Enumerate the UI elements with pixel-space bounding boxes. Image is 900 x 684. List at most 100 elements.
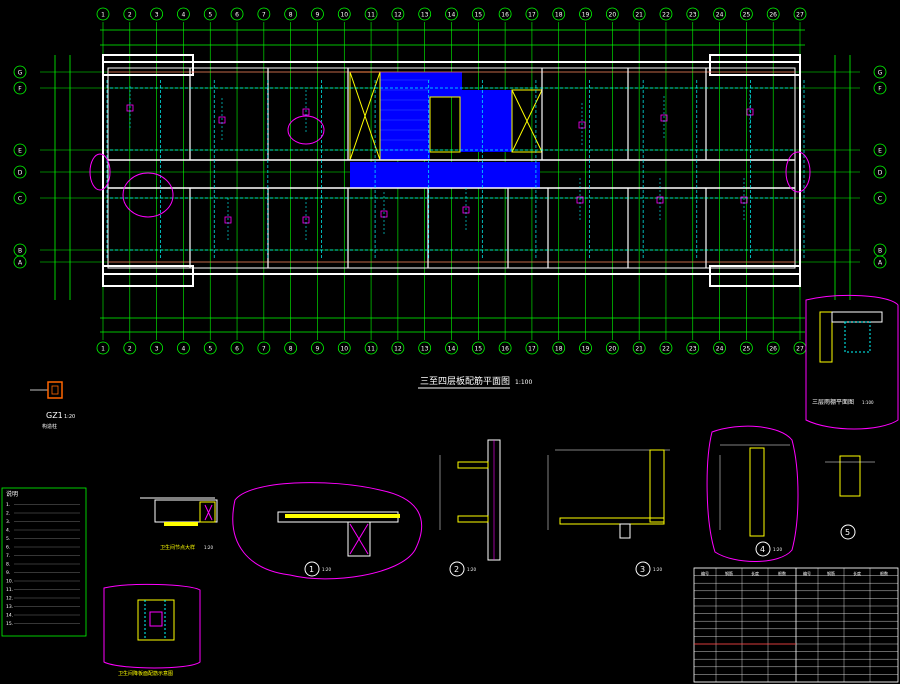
rebar-lines bbox=[106, 80, 805, 258]
axis-label: B bbox=[18, 248, 22, 255]
main-plan-scale: 1:100 bbox=[515, 379, 532, 386]
axis-label: D bbox=[878, 170, 883, 177]
partition-walls bbox=[189, 68, 707, 268]
axis-label: 16 bbox=[501, 12, 509, 19]
toilet-detail: 卫生间节点大样 1:20 bbox=[140, 497, 218, 551]
svg-text:1:100: 1:100 bbox=[862, 400, 874, 405]
axis-label: C bbox=[18, 196, 22, 203]
axis-label: 21 bbox=[635, 346, 643, 353]
detail-1-marker: 1 bbox=[309, 565, 314, 574]
axis-label: 8 bbox=[289, 12, 293, 19]
notes-box: 说明 1.2.3.4.5.6.7.8.9.10.11.12.13.14.15. bbox=[1, 487, 87, 637]
rebar-tags bbox=[126, 86, 754, 242]
detail-1: 1 1:20 bbox=[232, 482, 423, 580]
stair-plan: 三层雨棚平面图 1:100 bbox=[805, 294, 899, 430]
note-line: 13. bbox=[6, 604, 13, 610]
axis-label: 25 bbox=[743, 346, 751, 353]
corridor-walls bbox=[108, 159, 795, 189]
note-line: 12. bbox=[6, 596, 13, 602]
svg-text:1:20: 1:20 bbox=[773, 547, 782, 552]
axis-label: A bbox=[18, 260, 23, 267]
detail-4: 4 1:20 bbox=[706, 425, 799, 562]
axis-label: 7 bbox=[262, 12, 266, 19]
axis-label: 10 bbox=[340, 12, 348, 19]
column-title: GZ1 bbox=[46, 411, 63, 420]
axis-label: 4 bbox=[182, 12, 186, 19]
axis-label: G bbox=[18, 70, 23, 77]
toilet-detail-title: 卫生间节点大样 bbox=[160, 544, 195, 551]
note-line: 14. bbox=[6, 613, 13, 619]
axis-label: 15 bbox=[474, 12, 482, 19]
axis-label: 20 bbox=[609, 346, 617, 353]
axis-label: 17 bbox=[528, 12, 536, 19]
toilet-detail-scale: 1:20 bbox=[204, 545, 213, 550]
note-line: 15. bbox=[6, 621, 13, 627]
axis-label: 1 bbox=[101, 346, 105, 353]
axis-label: 17 bbox=[528, 346, 536, 353]
svg-text:1:20: 1:20 bbox=[467, 567, 476, 572]
axis-label: 6 bbox=[235, 12, 239, 19]
note-line: 11. bbox=[6, 587, 13, 593]
note-line: 3. bbox=[6, 519, 10, 525]
notes-lines: 1.2.3.4.5.6.7.8.9.10.11.12.13.14.15. bbox=[6, 502, 80, 627]
axis-label: F bbox=[18, 86, 22, 93]
axis-label: 14 bbox=[448, 346, 456, 353]
axis-label: 19 bbox=[582, 12, 590, 19]
axis-label: E bbox=[878, 148, 882, 155]
toilet-slab-plan: 卫生间降板面配筋示意图 bbox=[103, 583, 201, 677]
slab-edges bbox=[108, 71, 795, 263]
axis-label: 11 bbox=[367, 346, 375, 353]
note-line: 1. bbox=[6, 502, 10, 508]
detail-3: 3 1:20 bbox=[547, 449, 670, 577]
table-header: 根数 bbox=[880, 570, 888, 576]
axis-label: 27 bbox=[796, 346, 804, 353]
detail-5: 5 bbox=[825, 455, 875, 540]
note-line: 2. bbox=[6, 511, 10, 517]
table-header: 钢筋 bbox=[725, 570, 733, 576]
note-line: 9. bbox=[6, 570, 10, 576]
axis-label: 1 bbox=[101, 12, 105, 19]
note-line: 4. bbox=[6, 528, 10, 534]
axis-label: 22 bbox=[662, 12, 670, 19]
axis-label: 5 bbox=[208, 12, 212, 19]
detail-5-marker: 5 bbox=[845, 528, 850, 537]
axis-label: 10 bbox=[340, 346, 348, 353]
column-detail: GZ1 1:20 构造柱 bbox=[30, 381, 75, 430]
detail-3-marker: 3 bbox=[640, 565, 645, 574]
axis-label: 23 bbox=[689, 12, 697, 19]
axis-label: C bbox=[878, 196, 882, 203]
axis-label: 24 bbox=[716, 12, 724, 19]
column-note: 构造柱 bbox=[42, 423, 57, 430]
axis-label: F bbox=[878, 86, 882, 93]
svg-text:1:20: 1:20 bbox=[322, 567, 331, 572]
note-line: 7. bbox=[6, 553, 10, 559]
axis-label: 5 bbox=[208, 346, 212, 353]
dimension-lines bbox=[54, 29, 851, 333]
axis-label: G bbox=[878, 70, 883, 77]
axis-label: 9 bbox=[316, 12, 320, 19]
table-header: 根数 bbox=[778, 570, 786, 576]
axis-label: 15 bbox=[474, 346, 482, 353]
axis-label: A bbox=[878, 260, 883, 267]
table-header: 钢筋 bbox=[827, 570, 835, 576]
axis-label: 12 bbox=[394, 346, 402, 353]
axis-label: 21 bbox=[635, 12, 643, 19]
notes-heading: 说明 bbox=[6, 490, 18, 498]
axis-label: 23 bbox=[689, 346, 697, 353]
axis-label: 3 bbox=[155, 12, 159, 19]
axis-label: 6 bbox=[235, 346, 239, 353]
axis-label: 16 bbox=[501, 346, 509, 353]
axis-label: 7 bbox=[262, 346, 266, 353]
axis-label: 25 bbox=[743, 12, 751, 19]
axis-label: 11 bbox=[367, 12, 375, 19]
svg-text:1:20: 1:20 bbox=[653, 567, 662, 572]
axis-label: 18 bbox=[555, 346, 563, 353]
note-line: 5. bbox=[6, 536, 10, 542]
hatched-core bbox=[350, 72, 540, 188]
detail-2-marker: 2 bbox=[454, 565, 459, 574]
